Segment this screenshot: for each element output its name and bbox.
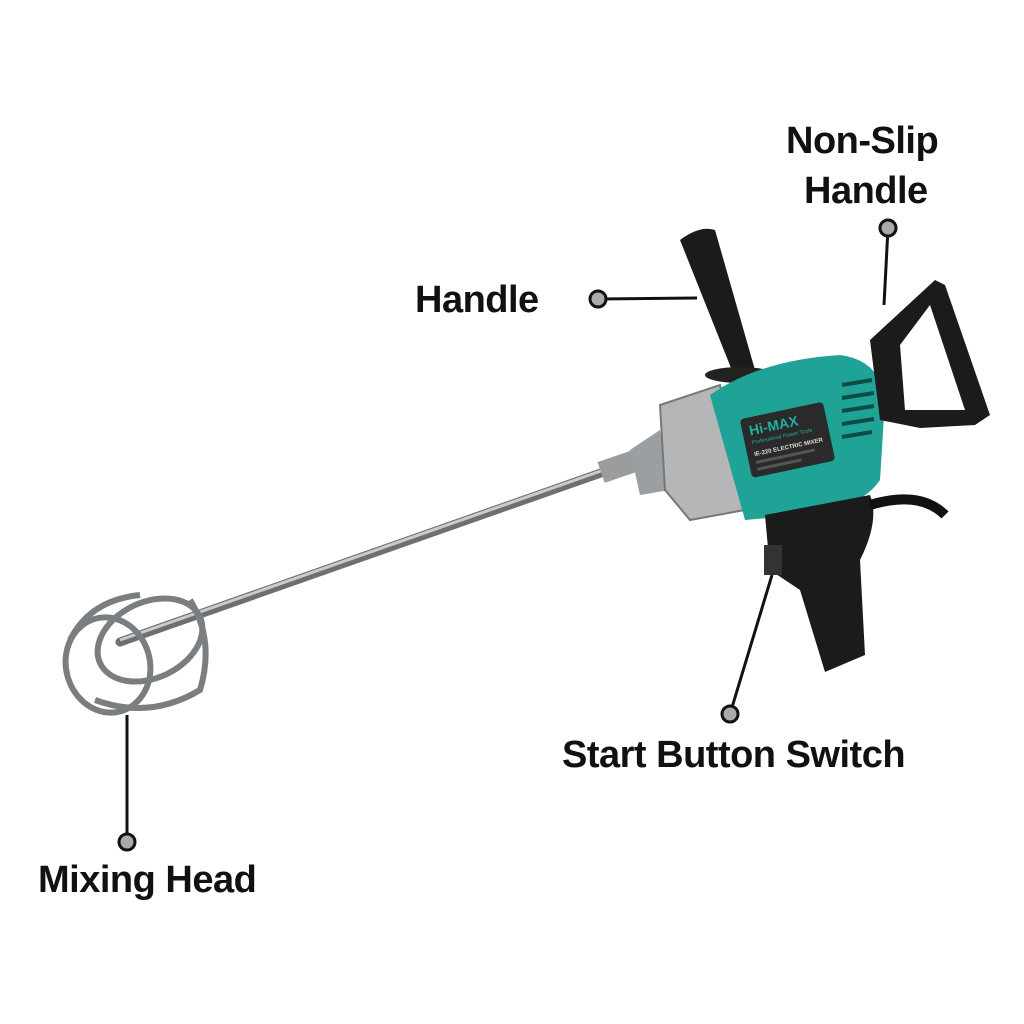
label-start-button-switch: Start Button Switch <box>562 734 906 776</box>
label-handle: Handle <box>415 279 539 321</box>
callout-line-handle <box>597 296 698 301</box>
mixing-shaft <box>115 449 643 647</box>
model-plate: Hi-MAX Professional Power Tools IE-220 E… <box>740 402 835 478</box>
side-handle <box>680 228 775 383</box>
callout-dot <box>588 289 608 309</box>
label-mixing-head: Mixing Head <box>38 859 257 901</box>
pistol-grip <box>764 494 949 672</box>
mixing-head-paddle <box>62 592 209 716</box>
callout-line-switch <box>728 574 774 715</box>
non-slip-d-handle <box>870 280 990 428</box>
label-non-slip-line1: Non-Slip <box>786 120 939 162</box>
callout-dot <box>117 832 137 852</box>
callout-dot <box>878 218 898 238</box>
start-switch[interactable] <box>764 545 782 575</box>
callout-dot <box>720 704 740 724</box>
label-non-slip-line2: Handle <box>804 170 928 212</box>
callout-line-non-slip <box>882 227 890 306</box>
motor-body: Hi-MAX Professional Power Tools IE-220 E… <box>710 355 885 520</box>
